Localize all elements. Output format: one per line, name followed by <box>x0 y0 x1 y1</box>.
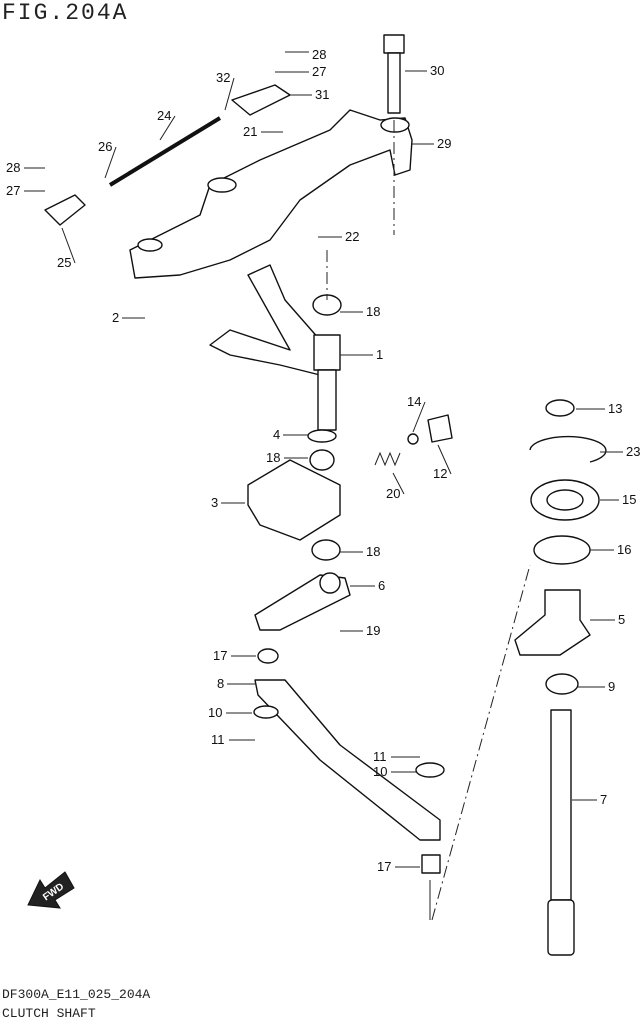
callout-9[interactable]: 9 <box>608 679 615 694</box>
callout-17[interactable]: 17 <box>377 859 391 874</box>
callout-11[interactable]: 11 <box>373 749 387 764</box>
callout-28[interactable]: 28 <box>6 160 20 175</box>
callout-8[interactable]: 8 <box>217 676 224 691</box>
rod-end-25 <box>44 194 86 226</box>
callout-32[interactable]: 32 <box>216 70 230 85</box>
rod-end-31 <box>231 84 291 116</box>
bracket-29 <box>129 109 413 279</box>
callout-20[interactable]: 20 <box>386 486 400 501</box>
callout-10[interactable]: 10 <box>373 764 387 779</box>
holder-3 <box>247 459 341 541</box>
callout-28[interactable]: 28 <box>312 47 326 62</box>
lever-1 <box>209 264 341 376</box>
callout-5[interactable]: 5 <box>618 612 625 627</box>
callout-12[interactable]: 12 <box>433 466 447 481</box>
callout-3[interactable]: 3 <box>211 495 218 510</box>
fwd-arrow: FWD <box>27 871 75 909</box>
callout-29[interactable]: 29 <box>437 136 451 151</box>
callout-30[interactable]: 30 <box>430 63 444 78</box>
callout-27[interactable]: 27 <box>6 183 20 198</box>
callout-21[interactable]: 21 <box>243 124 257 139</box>
callout-16[interactable]: 16 <box>617 542 631 557</box>
callout-13[interactable]: 13 <box>608 401 622 416</box>
fwd-arrow-icon <box>27 871 75 909</box>
callout-6[interactable]: 6 <box>378 578 385 593</box>
callout-leader <box>412 401 426 433</box>
callout-11[interactable]: 11 <box>211 732 225 747</box>
figure-caption: CLUTCH SHAFT <box>2 1006 96 1021</box>
callout-18[interactable]: 18 <box>366 304 380 319</box>
parts-drawing <box>44 34 607 956</box>
callout-25[interactable]: 25 <box>57 255 71 270</box>
callout-leader <box>104 146 117 179</box>
callout-31[interactable]: 31 <box>315 87 329 102</box>
link-8 <box>254 679 441 841</box>
drawing-code: DF300A_E11_025_204A <box>2 987 151 1002</box>
callout-4[interactable]: 4 <box>273 427 280 442</box>
callout-2[interactable]: 2 <box>112 310 119 325</box>
callout-19[interactable]: 19 <box>366 623 380 638</box>
callout-7[interactable]: 7 <box>600 792 607 807</box>
callout-10[interactable]: 10 <box>208 705 222 720</box>
clutch-shaft-7 <box>550 709 572 901</box>
callout-leader <box>224 77 235 111</box>
callout-27[interactable]: 27 <box>312 64 326 79</box>
callout-1[interactable]: 1 <box>376 347 383 362</box>
callout-14[interactable]: 14 <box>407 394 421 409</box>
callout-leader <box>61 227 76 264</box>
callout-leader <box>392 472 405 495</box>
retainer-5 <box>514 589 591 656</box>
callout-15[interactable]: 15 <box>622 492 636 507</box>
callout-22[interactable]: 22 <box>345 229 359 244</box>
callout-18[interactable]: 18 <box>266 450 280 465</box>
figure-title: FIG.204A <box>2 0 129 26</box>
bolt-30-head <box>383 34 405 54</box>
callout-24[interactable]: 24 <box>157 108 171 123</box>
callout-leader <box>159 115 176 141</box>
callout-17[interactable]: 17 <box>213 648 227 663</box>
callout-26[interactable]: 26 <box>98 139 112 154</box>
callout-leader <box>437 444 452 475</box>
callout-23[interactable]: 23 <box>626 444 640 459</box>
callout-18[interactable]: 18 <box>366 544 380 559</box>
bolt-30-shank <box>387 52 401 114</box>
